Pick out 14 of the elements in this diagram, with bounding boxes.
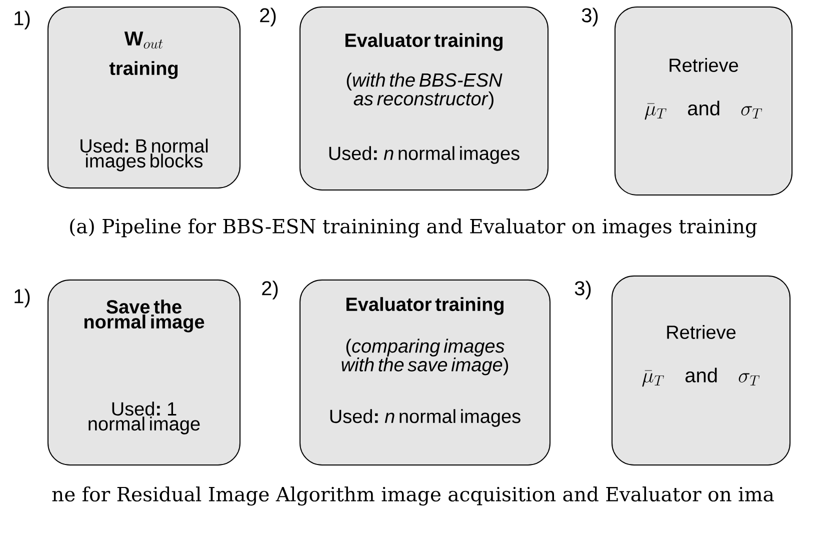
step-number: 2) (262, 280, 278, 300)
process-box: Evaluator training (with the BBS-ESN as reconstructor) Used: n normal images (300, 6, 548, 190)
process-box: Retrieve $\bar{\mu}_T \quad \text{and} \quad \sigma_T$ (614, 6, 792, 196)
step-number: 2) (260, 8, 276, 26)
step-number: 1) (14, 288, 30, 308)
process-box: Evaluator training (comparing images with the save image) Used: n normal images (300, 280, 550, 466)
step-number: 3) (574, 280, 591, 300)
caption: (a) Pipeline for BBS-ESN trainining and Evaluator on images training (70, 218, 757, 238)
caption: ne for Residual Image Algorithm image acquisition and Evaluator on ima (52, 486, 774, 506)
process-box: $\mathbf{W}_{out}$ training Used: B normal images blocks (48, 6, 240, 188)
step-number: 3) (582, 8, 598, 26)
step-number: 1) (14, 10, 30, 30)
process-box: Retrieve $\bar{\mu}_T \quad \text{and} \quad \sigma_T$ (612, 276, 790, 466)
process-box: Save the normal image Used: 1 normal image (48, 280, 240, 466)
